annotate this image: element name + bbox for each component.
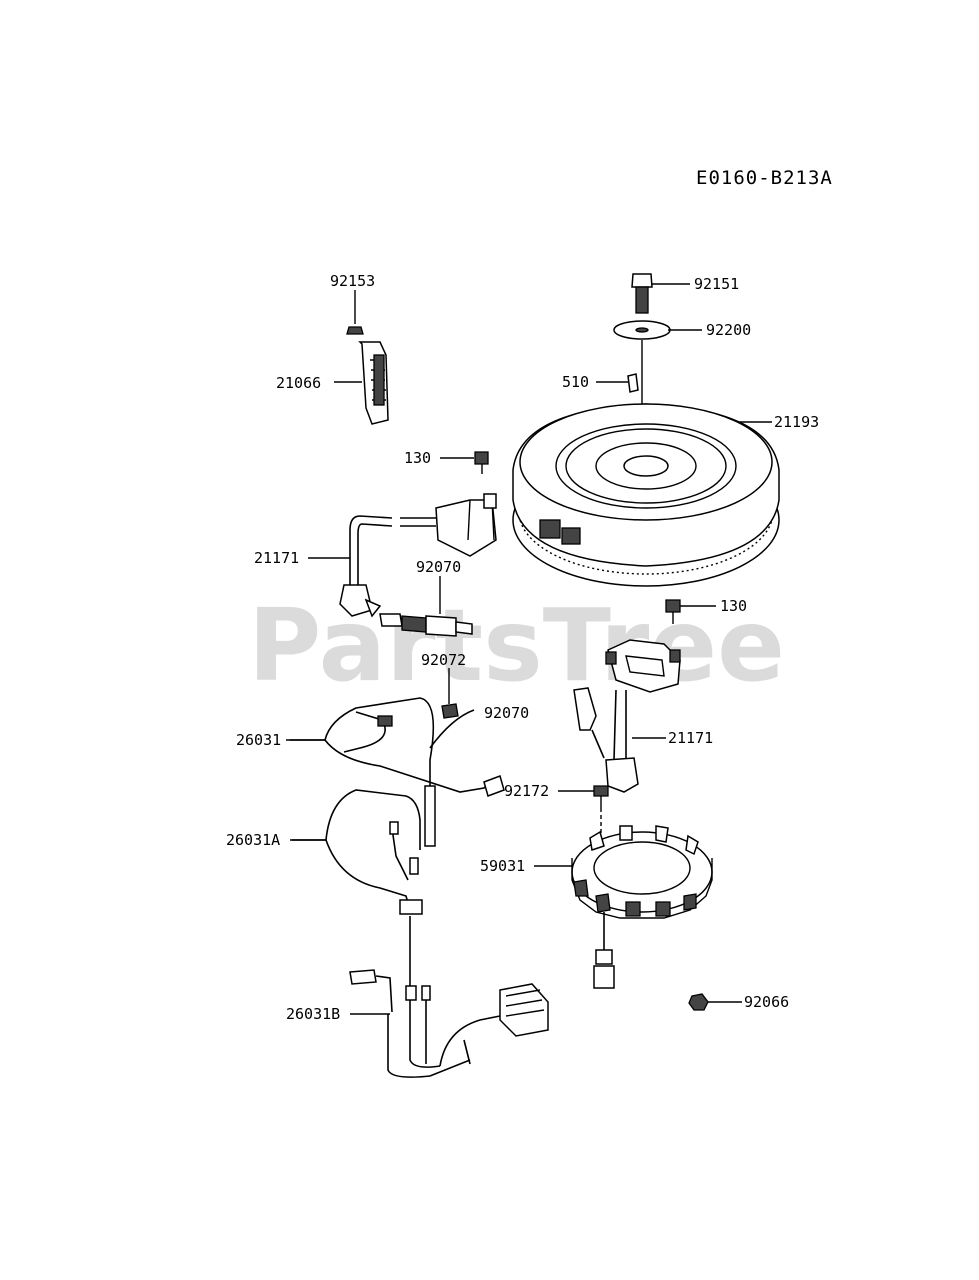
part-92200-washer[interactable] (613, 320, 702, 340)
label-26031B: 26031B (286, 1005, 340, 1023)
part-26031-harness[interactable] (290, 697, 505, 847)
part-130-bolt-lower[interactable] (665, 599, 716, 624)
part-26031A-harness[interactable] (292, 789, 423, 915)
label-59031: 59031 (480, 857, 525, 875)
part-92070-spark-plug[interactable] (379, 576, 473, 637)
label-92151: 92151 (694, 275, 739, 293)
label-92070-wire: 92070 (484, 704, 529, 722)
part-92153-screw[interactable] (346, 290, 364, 335)
part-21171-ignition-coil-left[interactable] (339, 493, 497, 618)
label-26031A: 26031A (226, 831, 280, 849)
label-21066: 21066 (276, 374, 321, 392)
label-26031: 26031 (236, 731, 281, 749)
part-92066-nut[interactable] (688, 993, 742, 1011)
label-92066: 92066 (744, 993, 789, 1011)
watermark: PartsTree (248, 587, 785, 704)
part-26031B-harness[interactable] (349, 916, 549, 1078)
label-92072: 92072 (421, 651, 466, 669)
part-21193-flywheel[interactable] (512, 403, 780, 587)
diagram-code: E0160-B213A (696, 167, 833, 189)
part-59031-stator[interactable] (534, 825, 713, 989)
part-510-key[interactable] (596, 373, 639, 393)
label-21193: 21193 (774, 413, 819, 431)
part-92070-wire-clip[interactable] (429, 709, 475, 749)
label-21171-left: 21171 (254, 549, 299, 567)
label-92153: 92153 (330, 272, 375, 290)
part-92072-cap[interactable] (441, 668, 459, 719)
part-21066-regulator[interactable] (358, 341, 389, 425)
part-92151-bolt[interactable] (631, 273, 690, 314)
label-92070-plug: 92070 (416, 558, 461, 576)
label-130-lower: 130 (720, 597, 747, 615)
label-21171-right: 21171 (668, 729, 713, 747)
label-92172: 92172 (504, 782, 549, 800)
label-92200: 92200 (706, 321, 751, 339)
label-510: 510 (562, 373, 589, 391)
label-130-upper: 130 (404, 449, 431, 467)
part-130-bolt-upper[interactable] (440, 451, 489, 474)
part-92172-screw[interactable] (558, 785, 609, 840)
part-21171-ignition-coil-right[interactable] (573, 639, 681, 793)
